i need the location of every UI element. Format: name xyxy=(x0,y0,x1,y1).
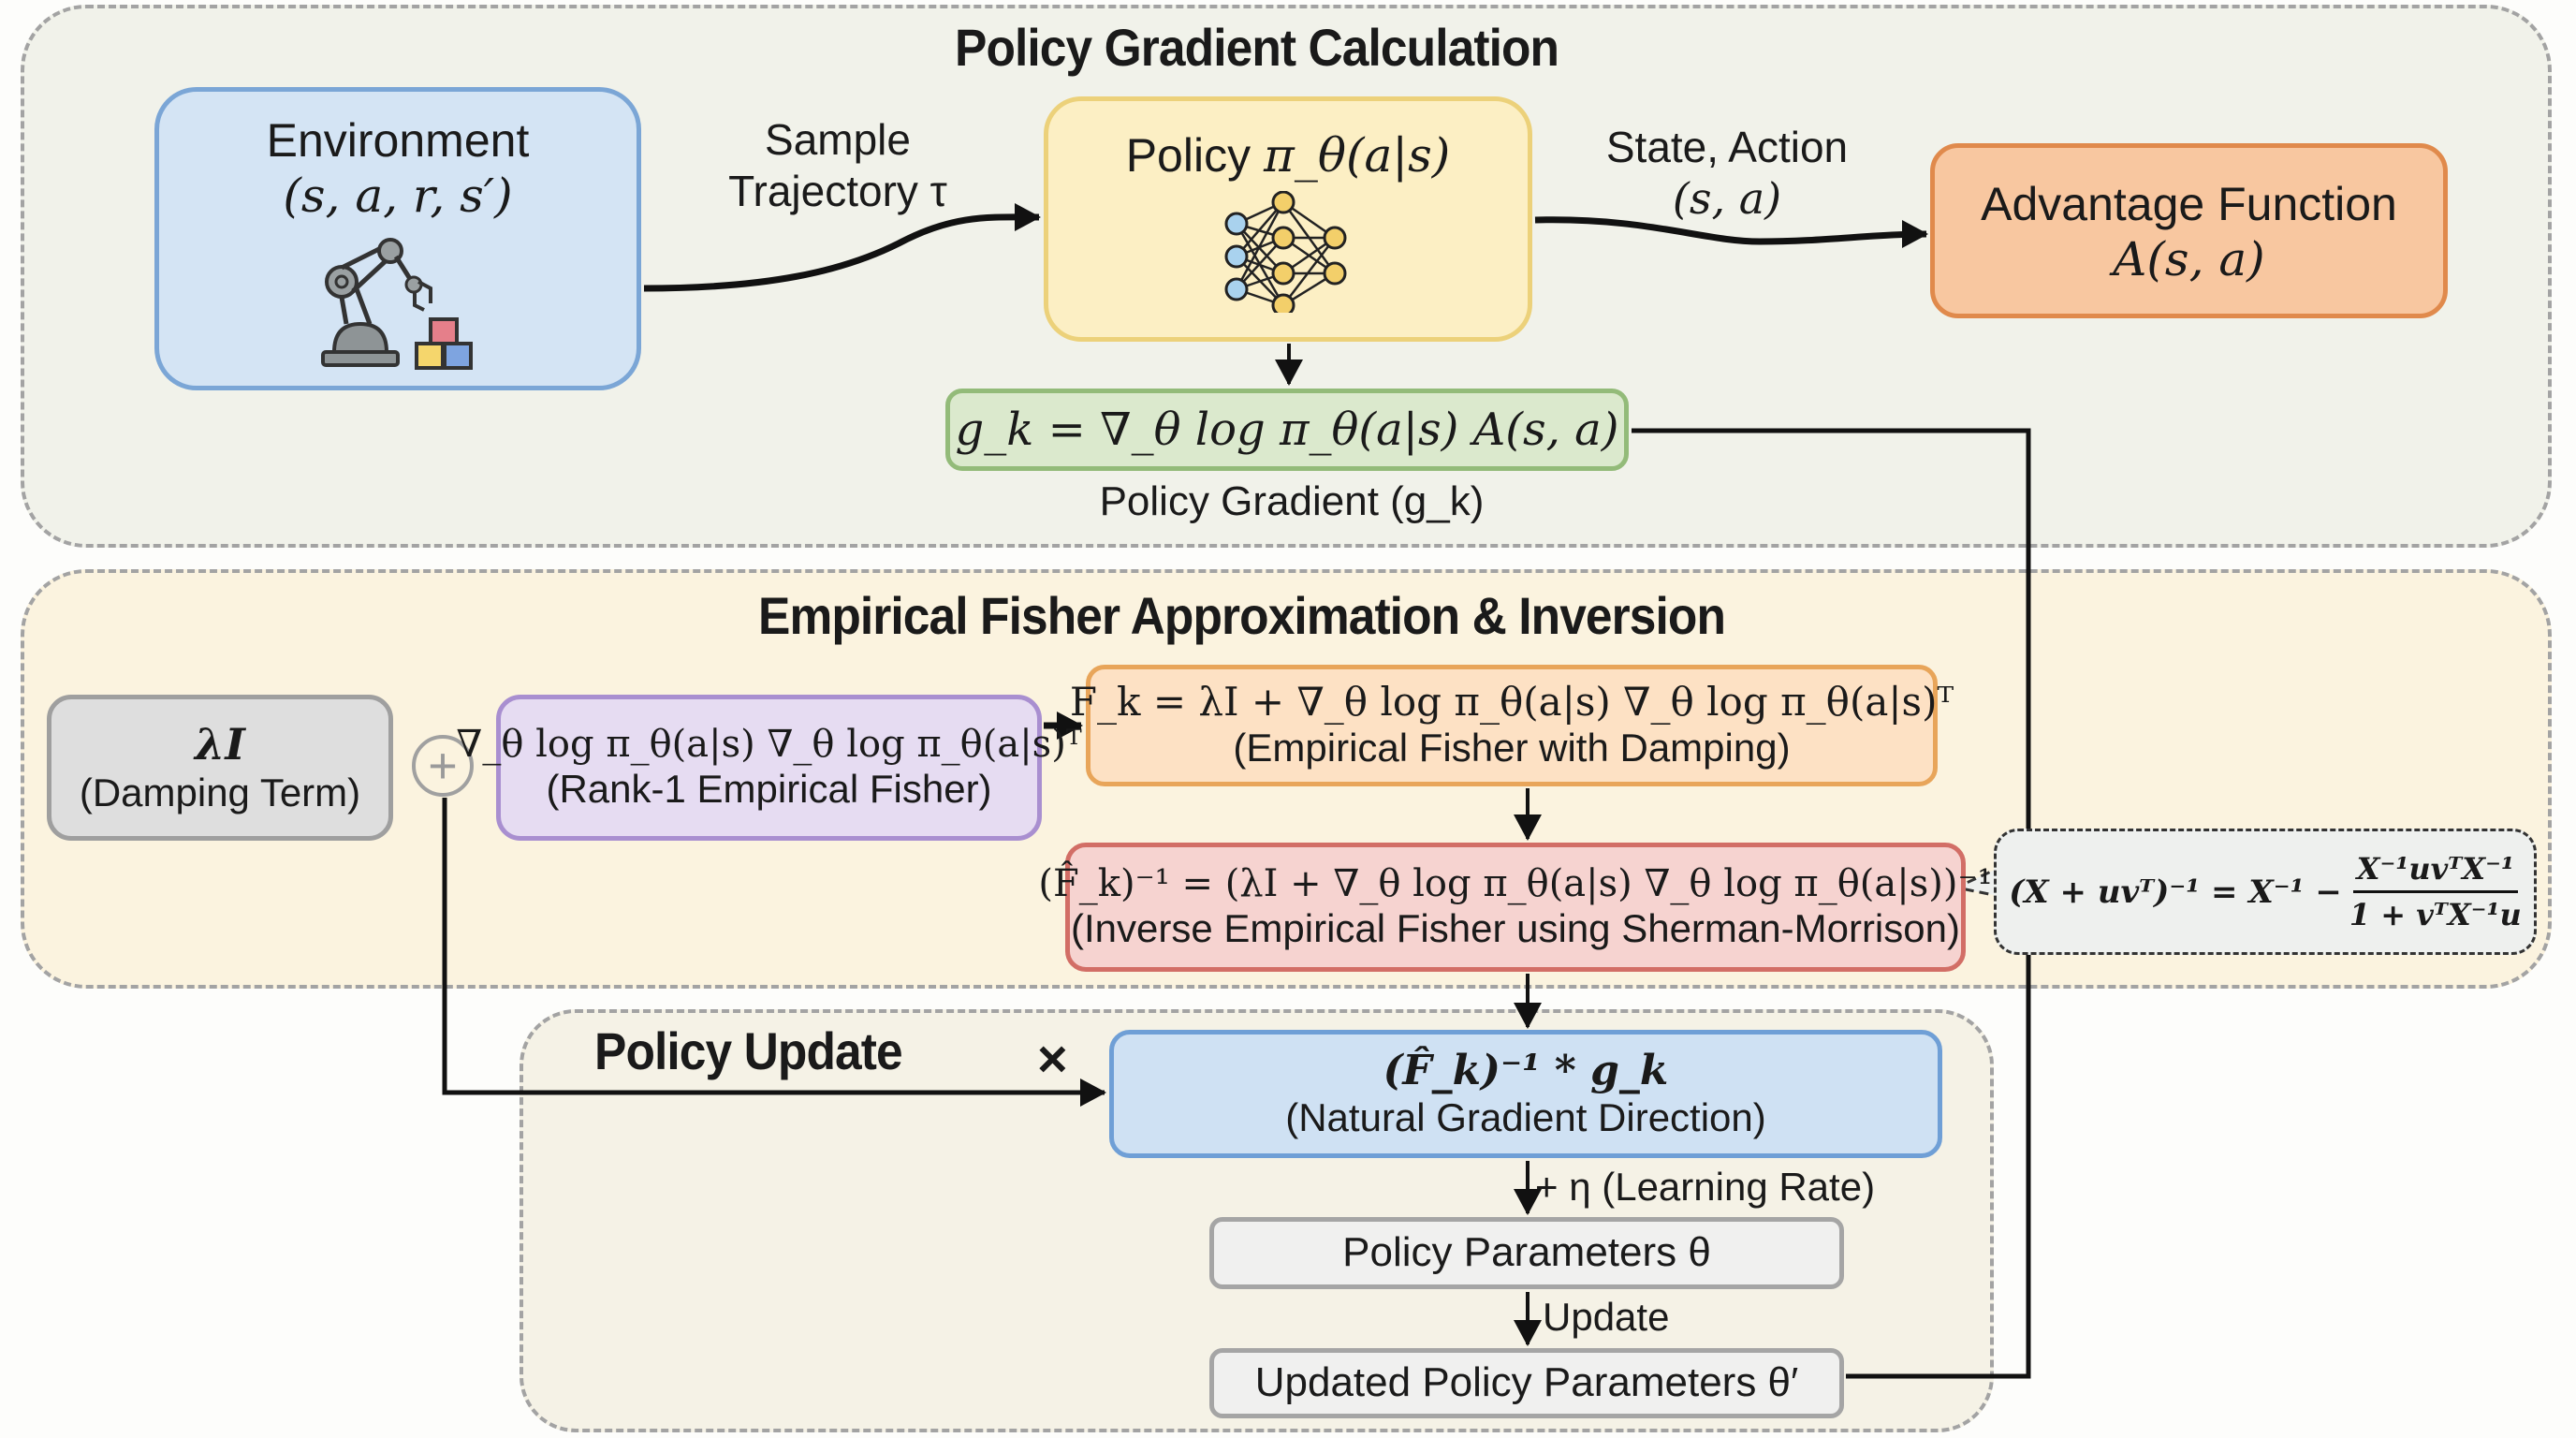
policy-parameters-label: Policy Parameters θ xyxy=(1342,1229,1711,1276)
policy-gradient-caption: Policy Gradient (g_k) xyxy=(1099,478,1485,524)
advantage-function-node: Advantage Function A(s, a) xyxy=(1930,143,2448,318)
damping-formula: λI xyxy=(195,718,245,770)
inverse-caption: (Inverse Empirical Fisher using Sherman-… xyxy=(1071,905,1960,950)
edge-label-update: Update xyxy=(1543,1295,1670,1339)
state-action-text: State, Action xyxy=(1605,123,1849,171)
rank1-formula: ∇_θ log π_θ(a|s) ∇_θ log π_θ(a|s)ᵀ xyxy=(456,722,1082,766)
edge-label-sample-trajectory: Sample Trajectory τ xyxy=(721,114,955,217)
rank1-caption: (Rank-1 Empirical Fisher) xyxy=(546,766,992,811)
empirical-fisher-node: F_k = λI + ∇_θ log π_θ(a|s) ∇_θ log π_θ(… xyxy=(1070,665,1954,786)
damping-term-node: λI (Damping Term) xyxy=(47,695,393,841)
edge-label-sample: Sample xyxy=(765,115,911,164)
inverse-fisher-node: (F̂_k)⁻¹ = (λI + ∇_θ log π_θ(a|s) ∇_θ lo… xyxy=(1038,843,1993,972)
policy-gradient-formula: g_k = ∇_θ log π_θ(a|s) A(s, a) xyxy=(955,404,1619,456)
fisher-formula: F_k = λI + ∇_θ log π_θ(a|s) ∇_θ log π_θ(… xyxy=(1069,679,1954,726)
fisher-caption: (Empirical Fisher with Damping) xyxy=(1233,726,1791,770)
multiply-icon: × xyxy=(1037,1029,1068,1088)
updated-parameters-label: Updated Policy Parameters θ′ xyxy=(1254,1359,1799,1406)
sherman-morrison-lhs: (X + uvᵀ)⁻¹ = X⁻¹ − xyxy=(2009,873,2342,911)
plus-symbol: + xyxy=(428,738,458,794)
edge-label-state-action: State, Action (s, a) xyxy=(1582,122,1872,224)
plus-circle-icon: + xyxy=(412,735,474,797)
edge-label-learning-rate: + η (Learning Rate) xyxy=(1535,1165,1876,1209)
policy-gradient-node: g_k = ∇_θ log π_θ(a|s) A(s, a) xyxy=(945,389,1629,471)
advantage-label: Advantage Function xyxy=(1981,177,2397,230)
policy-formula: π_θ(a|s) xyxy=(1263,128,1451,183)
policy-node: Policy π_θ(a|s) xyxy=(1044,96,1532,342)
sherman-morrison-denominator: 1 + vᵀX⁻¹u xyxy=(2349,897,2522,932)
sherman-morrison-numerator: X⁻¹uvᵀX⁻¹ xyxy=(2352,851,2518,893)
natural-gradient-node: (F̂_k)⁻¹ * g_k (Natural Gradient Directi… xyxy=(1109,1030,1942,1158)
updated-policy-parameters-node: Updated Policy Parameters θ′ xyxy=(1209,1348,1844,1418)
environment-node: Environment (s, a, r, s′) xyxy=(154,87,641,390)
inverse-formula: (F̂_k)⁻¹ = (λI + ∇_θ log π_θ(a|s) ∇_θ lo… xyxy=(1038,861,1993,905)
advantage-formula: A(s, a) xyxy=(2113,231,2265,286)
rank1-fisher-node: ∇_θ log π_θ(a|s) ∇_θ log π_θ(a|s)ᵀ (Rank… xyxy=(456,695,1082,841)
natural-gradient-formula: (F̂_k)⁻¹ * g_k xyxy=(1383,1046,1669,1094)
trajectory-text: Trajectory τ xyxy=(728,167,947,216)
policy-parameters-node: Policy Parameters θ xyxy=(1209,1217,1844,1289)
environment-formula: (s, a, r, s′) xyxy=(283,169,513,223)
section-title-empirical-fisher: Empirical Fisher Approximation & Inversi… xyxy=(758,586,1726,645)
state-action-formula: (s, a) xyxy=(1672,173,1782,225)
damping-caption: (Damping Term) xyxy=(79,770,361,814)
section-title-policy-update: Policy Update xyxy=(594,1021,903,1080)
section-title-policy-gradient: Policy Gradient Calculation xyxy=(955,18,1559,77)
policy-label: Policy xyxy=(1125,129,1251,182)
sherman-morrison-fraction: X⁻¹uvᵀX⁻¹ 1 + vᵀX⁻¹u xyxy=(2349,851,2522,932)
sherman-morrison-callout: (X + uvᵀ)⁻¹ = X⁻¹ − X⁻¹uvᵀX⁻¹ 1 + vᵀX⁻¹u xyxy=(1994,829,2537,955)
robot-arm-icon xyxy=(321,238,473,370)
edge-label-trajectory: Trajectory τ xyxy=(721,166,955,217)
environment-label: Environment xyxy=(266,114,530,167)
natural-gradient-caption: (Natural Gradient Direction) xyxy=(1285,1094,1766,1139)
neural-network-icon xyxy=(1224,191,1347,313)
